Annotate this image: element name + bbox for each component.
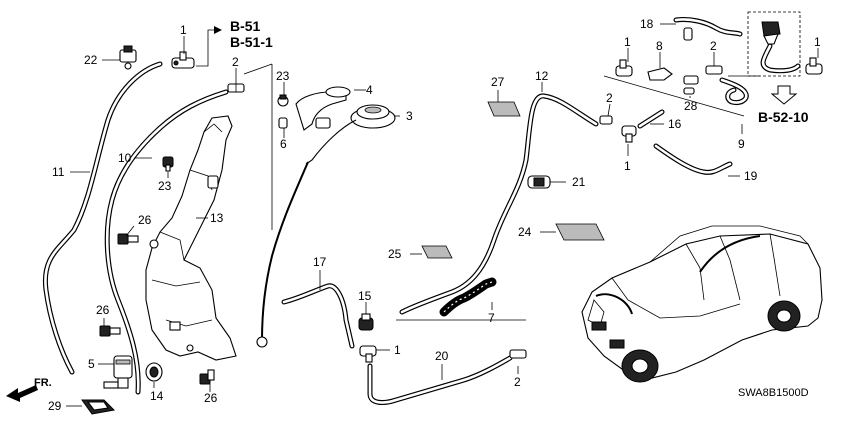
front-direction-label: FR. bbox=[34, 377, 52, 389]
callout-1-b: 1 bbox=[394, 343, 401, 357]
grommet-23-top bbox=[277, 94, 289, 107]
callout-8: 8 bbox=[656, 39, 663, 53]
callout-1-d: 1 bbox=[624, 35, 631, 49]
callout-3: 3 bbox=[406, 109, 413, 123]
elbow-8 bbox=[647, 67, 673, 81]
grommet-23-left bbox=[162, 156, 174, 172]
callout-11: 11 bbox=[52, 165, 65, 179]
callout-26-c: 26 bbox=[204, 391, 218, 405]
joint-1-bottom bbox=[359, 345, 377, 363]
check-valve-2-bottom bbox=[509, 349, 527, 359]
washer-tank-13 bbox=[145, 115, 237, 361]
callout-19: 19 bbox=[744, 169, 758, 183]
clip-28 bbox=[683, 75, 699, 95]
check-valve-2-top-right bbox=[705, 65, 723, 75]
hose-10 bbox=[104, 89, 229, 395]
callout-2-a: 2 bbox=[232, 55, 239, 69]
check-valve-2-top bbox=[227, 83, 245, 93]
hose-11 bbox=[42, 61, 163, 375]
reference-b51-group[interactable]: B-51 B-51-1 bbox=[196, 18, 273, 67]
hose-16 bbox=[637, 109, 665, 129]
dip-tube bbox=[256, 161, 309, 348]
callout-17: 17 bbox=[313, 255, 327, 269]
clip-29 bbox=[81, 399, 116, 415]
bolt-26-upper bbox=[117, 233, 139, 245]
pad-25 bbox=[421, 245, 453, 259]
clip-22 bbox=[119, 45, 137, 70]
callout-23-b: 23 bbox=[158, 179, 172, 193]
clamp-21 bbox=[527, 175, 551, 189]
callout-25: 25 bbox=[388, 247, 402, 261]
callout-10: 10 bbox=[118, 151, 132, 165]
callout-1-a: 1 bbox=[180, 23, 187, 37]
nozzle-detail-box bbox=[747, 11, 801, 77]
leader-lines bbox=[66, 23, 819, 407]
callout-14: 14 bbox=[150, 389, 164, 403]
callout-9: 9 bbox=[738, 137, 745, 151]
corrugated-tube-7 bbox=[439, 277, 497, 317]
pad-27 bbox=[487, 101, 521, 117]
hose-9 bbox=[719, 77, 749, 105]
ref-label-b51-1[interactable]: B-51-1 bbox=[230, 34, 273, 50]
callout-27: 27 bbox=[491, 75, 505, 89]
joint-1-top-left bbox=[171, 51, 195, 69]
callout-20: 20 bbox=[435, 349, 449, 363]
callout-1-c: 1 bbox=[624, 159, 631, 173]
hose-12 bbox=[399, 93, 599, 315]
callout-4: 4 bbox=[366, 83, 373, 97]
callout-7: 7 bbox=[488, 311, 495, 325]
hose-18 bbox=[673, 17, 743, 41]
callout-21: 21 bbox=[572, 175, 586, 189]
hose-20 bbox=[367, 355, 513, 405]
bolt-26-middle bbox=[99, 325, 121, 337]
callout-22: 22 bbox=[84, 53, 98, 67]
callout-2-c: 2 bbox=[606, 91, 613, 105]
clip-6 bbox=[278, 117, 288, 129]
callout-13: 13 bbox=[210, 211, 224, 225]
callout-5: 5 bbox=[88, 357, 95, 371]
vehicle-illustration bbox=[581, 225, 823, 383]
hose-19 bbox=[653, 143, 733, 175]
front-direction-arrow: FR. bbox=[6, 377, 52, 402]
ref-label-b52-10[interactable]: B-52-10 bbox=[758, 109, 809, 125]
callout-29: 29 bbox=[48, 399, 62, 413]
filler-neck-4 bbox=[295, 86, 351, 131]
ref-label-b51[interactable]: B-51 bbox=[230, 18, 261, 34]
callout-24: 24 bbox=[518, 225, 532, 239]
pad-24 bbox=[555, 223, 605, 241]
grommet-15 bbox=[358, 313, 374, 331]
joint-1-far-right bbox=[805, 57, 823, 75]
callout-6: 6 bbox=[280, 137, 287, 151]
callout-26-b: 26 bbox=[96, 303, 110, 317]
check-valve-2-right bbox=[599, 115, 613, 125]
callout-2-b: 2 bbox=[514, 375, 521, 389]
callout-16: 16 bbox=[668, 117, 682, 131]
filler-cap-3 bbox=[305, 104, 396, 165]
callout-1-e: 1 bbox=[814, 35, 821, 49]
callout-12: 12 bbox=[535, 69, 549, 83]
reference-b52-10-group[interactable]: B-52-10 bbox=[758, 85, 809, 125]
joint-1-top-right bbox=[615, 59, 633, 77]
bolt-26-lower bbox=[199, 369, 215, 385]
callout-28: 28 bbox=[684, 99, 698, 113]
callout-23-a: 23 bbox=[276, 69, 290, 83]
callout-26-a: 26 bbox=[138, 213, 152, 227]
hose-17 bbox=[281, 283, 355, 349]
drawing-code: SWA8B1500D bbox=[738, 387, 809, 399]
callout-18: 18 bbox=[640, 17, 654, 31]
washer-pump-5 bbox=[103, 355, 133, 389]
joint-1-middle-right bbox=[621, 125, 637, 143]
grommet-14 bbox=[145, 362, 163, 382]
callout-labels: 1 22 2 23 4 3 6 10 23 11 13 26 26 5 14 2… bbox=[48, 17, 821, 413]
callout-2-d: 2 bbox=[710, 39, 717, 53]
callout-15: 15 bbox=[358, 289, 372, 303]
